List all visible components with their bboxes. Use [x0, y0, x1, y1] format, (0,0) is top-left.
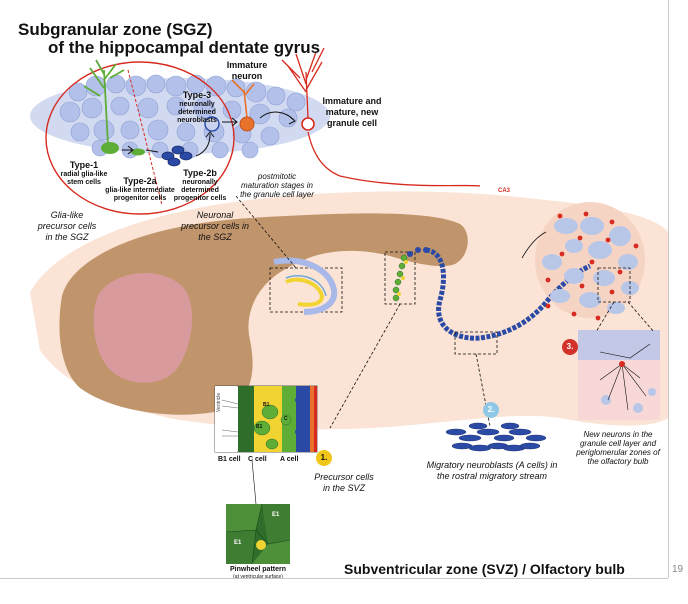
type3-cell: [204, 116, 220, 132]
precursor-outline: [45, 61, 235, 215]
slide-right-border: [668, 0, 669, 578]
olfactory-red-dots: [545, 211, 639, 321]
type2b-desc: neuronally determined progenitor cells: [173, 179, 227, 202]
sgz-title-line1: Subgranular zone (SGZ): [18, 20, 213, 39]
pinwheel-e1-a: E1: [272, 512, 280, 518]
migratory-label: Migratory neuroblasts (A cells) in the r…: [426, 460, 558, 481]
type2a-cell: [131, 148, 145, 156]
type2b-cells: [161, 145, 193, 167]
midbrain-pink-region: [93, 273, 193, 383]
glia-like-label: Glia-like precursor cells in the SGZ: [37, 210, 97, 242]
type3-desc: neuronally determined neuroblasts: [177, 101, 217, 124]
precursor-svz-label: Precursor cells in the SVZ: [314, 472, 374, 493]
pinwheel-label: Pinwheel pattern: [229, 566, 286, 573]
marker-3-label: 3.: [566, 342, 574, 351]
type2a-label: Type-2a: [123, 176, 157, 186]
olfactory-bulb-cells: [542, 217, 639, 314]
hippocampus-inset: [269, 257, 343, 315]
new-neurons-label: New neurons in the granule cell layer an…: [576, 430, 660, 466]
pinwheel-sub-label: (at ventricular surface): [233, 574, 283, 580]
type1-desc: radial glia-like stem cells: [60, 171, 108, 186]
olfactory-boundary-line: [521, 231, 547, 259]
leader-line-svz: [329, 303, 401, 429]
postmitotic-label: postmitotic maturation stages in the gra…: [240, 172, 314, 199]
ca3-label: CA3: [498, 188, 511, 194]
immature-neuron-label: Immature neuron: [226, 60, 268, 81]
type2b-label: Type-2b: [183, 168, 217, 178]
immature-neuron-cell: [231, 79, 255, 132]
olfactory-detail-inset: [578, 330, 660, 420]
svz-title: Subventricular zone (SVZ) / Olfactory bu…: [344, 561, 625, 577]
pinwheel-panel: [225, 503, 291, 565]
panel-c: C: [284, 416, 288, 422]
type1-soma: [101, 142, 119, 154]
granule-cell-label: Immature and mature, new granule cell: [322, 96, 382, 128]
type1-cell: [83, 59, 125, 146]
migratory-neuroblasts: [445, 422, 547, 452]
sgz-title-line2: of the hippocampal dentate gyrus: [48, 38, 321, 57]
slide-bottom-border: [0, 578, 668, 579]
leader-line-ob-2: [627, 301, 655, 333]
panel-b1-a: B1: [263, 402, 270, 408]
type2a-desc: glia-like intermediate progenitor cells: [105, 187, 175, 202]
type3-label: Type-3: [182, 90, 212, 100]
panel-b1-b: B1: [256, 424, 263, 430]
svz-cell-panel: [214, 385, 318, 453]
leader-line-ob: [595, 301, 615, 333]
marker-3: [562, 339, 578, 355]
a-cell-label: A cell: [280, 456, 299, 463]
marker-2: [483, 402, 499, 418]
marker-2-label: 2.: [487, 405, 495, 414]
granule-cell: [281, 47, 481, 187]
page-number: 19: [672, 564, 684, 575]
marker-1: [316, 450, 332, 466]
c-cell-label: C cell: [248, 456, 267, 463]
leader-line-sgz: [235, 195, 297, 269]
marker-1-label: 1.: [320, 453, 328, 462]
type1-label: Type-1: [69, 160, 99, 170]
pinwheel-e1-b: E1: [234, 540, 242, 546]
neuronal-precursor-label: Neuronal precursor cells in the SGZ: [180, 210, 250, 242]
granule-soma: [301, 117, 315, 131]
progression-arrows: [122, 111, 296, 157]
ventricle-label: Ventricle: [216, 392, 222, 412]
divider-dashed-line: [127, 69, 163, 206]
b1-cell-label: B1 cell: [218, 456, 241, 463]
